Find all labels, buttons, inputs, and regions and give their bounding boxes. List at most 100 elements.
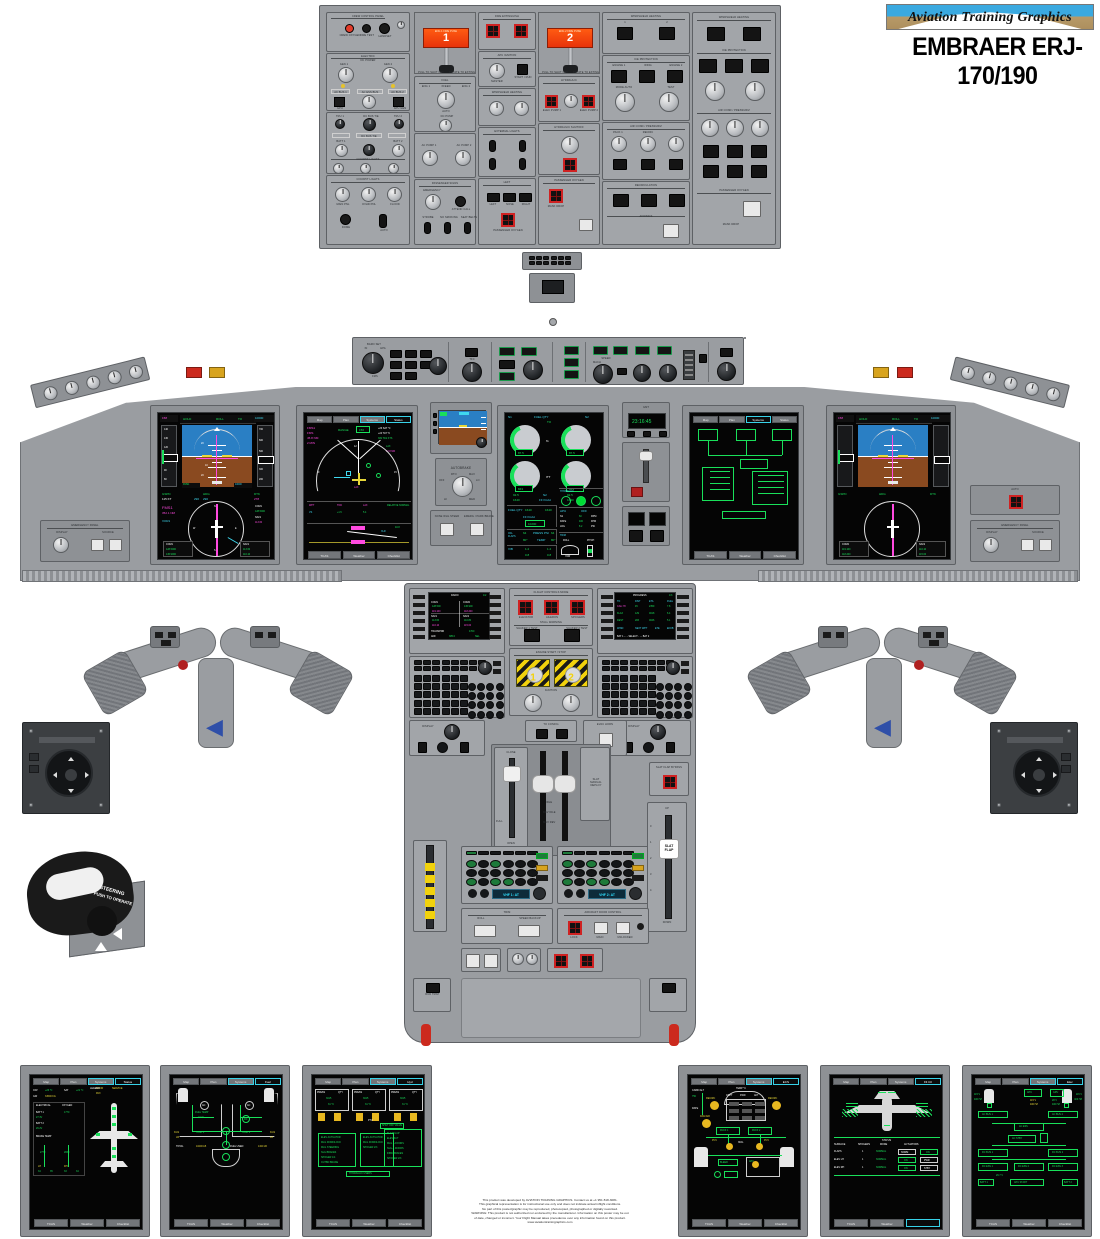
yoke-left-ap-disc[interactable] xyxy=(178,660,188,670)
elec-tab-elec[interactable]: Elec xyxy=(1056,1078,1083,1085)
vhf1-keys[interactable] xyxy=(466,860,538,887)
display-source-knob-left[interactable] xyxy=(53,537,69,553)
fire-test-button[interactable] xyxy=(362,24,371,33)
ecs-page-buttons[interactable]: TCAS Weather Checklist xyxy=(692,1219,798,1227)
ice-eng1-switch[interactable] xyxy=(611,70,627,83)
primary-flight-display-right[interactable]: HOLD ROLL TO 158 10000 xyxy=(833,412,951,560)
glareshield-knob-l5[interactable] xyxy=(127,363,145,381)
chrono-button-1[interactable] xyxy=(627,431,635,437)
batt2-knob[interactable] xyxy=(392,144,405,157)
pfd-left-bezel[interactable]: HOLD ROLL TO 158 10000 20 10 20 xyxy=(150,405,280,565)
vhf2-tune-knob[interactable] xyxy=(629,887,642,900)
pax-oxy-mask-drop-button[interactable] xyxy=(549,189,563,203)
ac-pump1-knob[interactable] xyxy=(422,150,438,166)
ap-button[interactable] xyxy=(564,346,579,355)
radio-rsk-r4[interactable] xyxy=(489,619,501,623)
rad-button-left[interactable] xyxy=(405,350,417,358)
door-unlocked-switch[interactable] xyxy=(616,922,630,934)
cdu-brightness-knob-left[interactable] xyxy=(478,661,492,675)
fuel-tab-fuel[interactable]: Fuel xyxy=(254,1078,281,1085)
ovhd-right-sw-3[interactable] xyxy=(699,59,717,73)
hyd-page-buttons[interactable]: TCAS Weather Checklist xyxy=(316,1219,422,1227)
passenger-oxygen-button[interactable] xyxy=(501,213,515,227)
progress-rsk-r5[interactable] xyxy=(677,627,689,631)
electrical-page[interactable]: Map Plan Systems Elec 115 V 400 HZ 115 V… xyxy=(971,1074,1085,1230)
fltctl-tab-fltctl[interactable]: Flt Ctl xyxy=(914,1078,941,1085)
radio-rsk-r1[interactable] xyxy=(489,595,501,599)
ecs-checklist-button[interactable]: Checklist xyxy=(764,1219,798,1227)
radio-lsk-l2[interactable] xyxy=(413,603,425,607)
glareshield-knob-r1[interactable] xyxy=(959,364,977,382)
fuel-tab-systems[interactable]: Systems xyxy=(227,1078,254,1085)
standby-button-1[interactable] xyxy=(433,413,437,418)
to-config-button-2[interactable] xyxy=(556,729,568,739)
engine-2-start-guard[interactable]: 2 xyxy=(554,659,588,687)
efis-extra2-button-left[interactable] xyxy=(405,372,417,380)
chronometer-display[interactable]: 23:16:45 xyxy=(628,413,666,429)
pedestal-aux-panel-left[interactable] xyxy=(461,948,501,972)
ac-pump-panel[interactable]: AC PUMP 1 AC PUMP 2 xyxy=(414,133,476,178)
status-weather-button[interactable]: Weather xyxy=(70,1219,104,1227)
yoke-right-ap-disc[interactable] xyxy=(914,660,924,670)
speedbrake-handle[interactable] xyxy=(503,766,521,782)
recirc-knob[interactable] xyxy=(640,136,656,152)
slat-flap-bypass-button[interactable] xyxy=(663,775,677,789)
strobe-light-switch[interactable] xyxy=(519,140,526,152)
pax-oxy-reset-switch[interactable] xyxy=(579,219,593,231)
radio-lsk-l1[interactable] xyxy=(413,595,425,599)
audio-switch-1[interactable] xyxy=(29,753,39,761)
standby-button-2[interactable] xyxy=(433,421,437,426)
ice-wing-switch[interactable] xyxy=(639,70,655,83)
ecs-tab-map[interactable]: Map xyxy=(691,1078,718,1085)
roll-trim-switch[interactable] xyxy=(474,925,496,937)
ptu-knob[interactable] xyxy=(564,94,578,108)
ecs-tab-systems[interactable]: Systems xyxy=(745,1078,772,1085)
fire-shutoff-lever-right[interactable] xyxy=(669,1024,679,1046)
fuel-xfeed-knob[interactable] xyxy=(437,91,455,109)
ecs-page-tabs[interactable]: Map Plan Systems ECS xyxy=(691,1078,799,1085)
eicas-display[interactable]: N1 FUEL QTY N2 TO 87.5 87.5 % 843 xyxy=(504,412,604,560)
audio-switch-1-right[interactable] xyxy=(1061,753,1071,761)
app-button[interactable] xyxy=(521,347,537,356)
alt-sel-knob[interactable] xyxy=(633,364,651,382)
radio-rsk-r3[interactable] xyxy=(489,611,501,615)
hdg-sync-button[interactable] xyxy=(465,348,478,357)
speed-brake-override-button[interactable] xyxy=(563,158,577,172)
emergency-panel-right[interactable]: EMERGENCY PANEL DISPLAY SOURCE xyxy=(970,520,1060,562)
glareshield-knob-r2[interactable] xyxy=(980,369,998,387)
gpu-button[interactable] xyxy=(334,97,345,107)
ecs-weather-button[interactable]: Weather xyxy=(728,1219,762,1227)
glareshield-knob-l1[interactable] xyxy=(42,384,60,402)
vhf1-knob-2[interactable] xyxy=(480,889,489,898)
fire-ext-bottle-1-button[interactable] xyxy=(486,24,500,38)
radio-tuning-unit-left[interactable]: RADIO 1/2 COM1 128.500 COM2 136.900 119.… xyxy=(409,588,505,654)
hyd-tab-map[interactable]: Map xyxy=(315,1078,342,1085)
elec-pump-2-button[interactable] xyxy=(582,95,595,108)
dc-bus-tie-selector[interactable] xyxy=(363,118,376,131)
right-glareshield-knob-strip[interactable] xyxy=(949,356,1070,409)
main-pnl-knob[interactable] xyxy=(335,187,350,202)
right-aux-guarded-button[interactable] xyxy=(1009,495,1023,509)
cdu-function-keys-right[interactable] xyxy=(602,660,675,672)
master-caution-light[interactable] xyxy=(209,367,225,378)
tab-status-r[interactable]: Status xyxy=(771,416,797,423)
eicas-bezel[interactable]: N1 FUEL QTY N2 TO 87.5 87.5 % 843 xyxy=(497,405,609,565)
fuel-tab-map[interactable]: Map xyxy=(173,1078,200,1085)
display-control-panel-right[interactable]: DISPLAY xyxy=(615,720,691,756)
cdu-numeric-keys-right[interactable] xyxy=(656,683,692,719)
chronometer-bezel[interactable]: 23:16:45 GMT xyxy=(622,402,670,438)
bleed1-switch[interactable] xyxy=(613,159,627,170)
radio-lsk-l6[interactable] xyxy=(413,635,425,639)
fltctl-tab-systems[interactable]: Systems xyxy=(887,1078,914,1085)
weather-button-r[interactable]: Weather xyxy=(728,551,762,559)
ovhd-panel-light-knob[interactable] xyxy=(360,163,371,174)
vhf2-keys[interactable] xyxy=(562,860,634,887)
radio-rsk-r5[interactable] xyxy=(489,627,501,631)
bleed2-switch[interactable] xyxy=(669,159,683,170)
aircraft-door-control-panel[interactable]: AIRCRAFT DOOR CONTROL LOCK MAIN UNLOCKED xyxy=(557,908,649,944)
flaps-speed-brake-knob[interactable] xyxy=(561,136,579,154)
audio-rotary-selector[interactable] xyxy=(45,749,93,797)
fms-progress-panel[interactable]: PROGRESS 1/3 TO DIST ETA FUEL CALI 78 45… xyxy=(597,588,693,654)
slat-flap-bypass-panel[interactable]: SLAT FLAP BYPASS xyxy=(649,762,689,796)
ice-mode-knob[interactable] xyxy=(615,92,635,112)
